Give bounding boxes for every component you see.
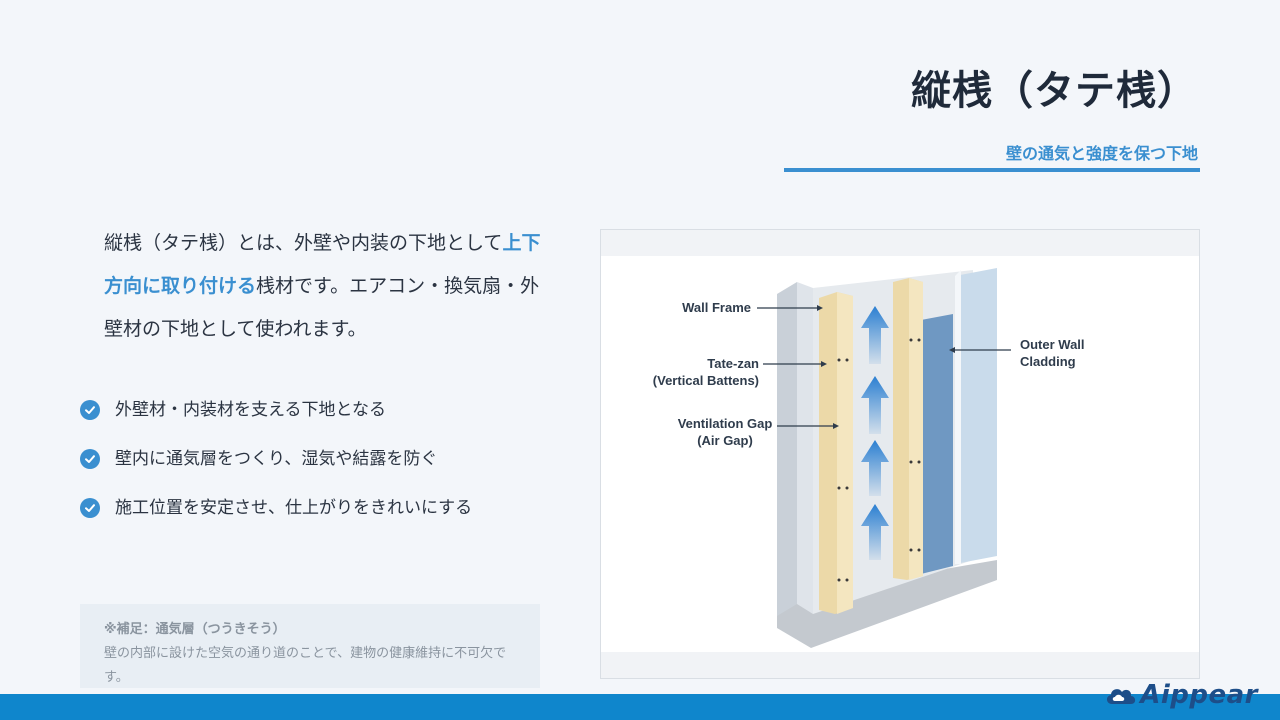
list-item: 施工位置を安定させ、仕上がりをきれいにする [80, 493, 472, 518]
page-title: 縦桟（タテ桟） [911, 68, 1198, 114]
note-body: 壁の内部に設けた空気の通り道のことで、建物の健康維持に不可欠です。 [104, 646, 507, 685]
check-circle-icon [80, 399, 100, 420]
label-outer-wall: Outer Wall [1020, 337, 1085, 352]
wall-diagram-svg: Wall Frame Tate-zan (Vertical Battens) V… [601, 256, 1199, 652]
lead-paragraph: 縦桟（タテ桟）とは、外壁や内装の下地として上下方向に取り付ける桟材です。エアコン… [104, 222, 544, 351]
label-cladding: Cladding [1020, 354, 1076, 369]
footer-bar [0, 694, 1280, 720]
lead-text-1: 縦桟（タテ桟）とは、外壁や内装の下地として [104, 232, 503, 254]
lead-highlight: 上下方向に取り付ける [104, 232, 541, 297]
batten-face [837, 292, 853, 614]
title-underline [784, 168, 1200, 172]
note-box: ※補足：通気層（つうきそう） 壁の内部に設けた空気の通り道のことで、建物の健康維… [80, 604, 540, 688]
label-air-gap: (Air Gap) [697, 433, 753, 448]
list-item: 壁内に通気層をつくり、湿気や結露を防ぐ [80, 444, 472, 469]
list-item-text: 施工位置を安定させ、仕上がりをきれいにする [115, 498, 473, 518]
list-item: 外壁材・内装材を支える下地となる [80, 395, 472, 420]
feature-list: 外壁材・内装材を支える下地となる 壁内に通気層をつくり、湿気や結露を防ぐ 施工位… [80, 395, 472, 542]
check-circle-icon [80, 497, 100, 518]
cladding-edge [955, 270, 961, 564]
leader-lines [757, 305, 1011, 429]
page-subtitle: 壁の通気と強度を保つ下地 [1005, 144, 1198, 163]
brand-logo: Aippear [1104, 680, 1258, 710]
label-wall-frame: Wall Frame [682, 300, 751, 315]
wall-frame-panel [777, 282, 797, 616]
check-circle-icon [80, 448, 100, 469]
lead-text-2: 桟材です。エアコン・換気扇・外壁材の下地として使われます。 [104, 275, 540, 340]
airflow-arrows [861, 306, 889, 560]
label-vertical-battens: (Vertical Battens) [653, 373, 759, 388]
screws [837, 338, 921, 582]
note-title: ※補足：通気層（つうきそう） [104, 622, 286, 637]
label-ventilation-gap: Ventilation Gap [678, 416, 773, 431]
concrete-base [777, 560, 997, 648]
wall-frame-edge [797, 282, 813, 614]
brand-name: Aippear [1140, 680, 1258, 710]
cloud-logo-icon [1107, 689, 1136, 704]
batten-face [909, 278, 923, 580]
wall-diagram: Wall Frame Tate-zan (Vertical Battens) V… [600, 229, 1200, 679]
outer-cladding [955, 268, 997, 564]
list-item-text: 外壁材・内装材を支える下地となる [115, 400, 386, 420]
label-tate-zan: Tate-zan [707, 356, 759, 371]
list-item-text: 壁内に通気層をつくり、湿気や結露を防ぐ [115, 449, 438, 469]
membrane-strip [921, 314, 953, 574]
